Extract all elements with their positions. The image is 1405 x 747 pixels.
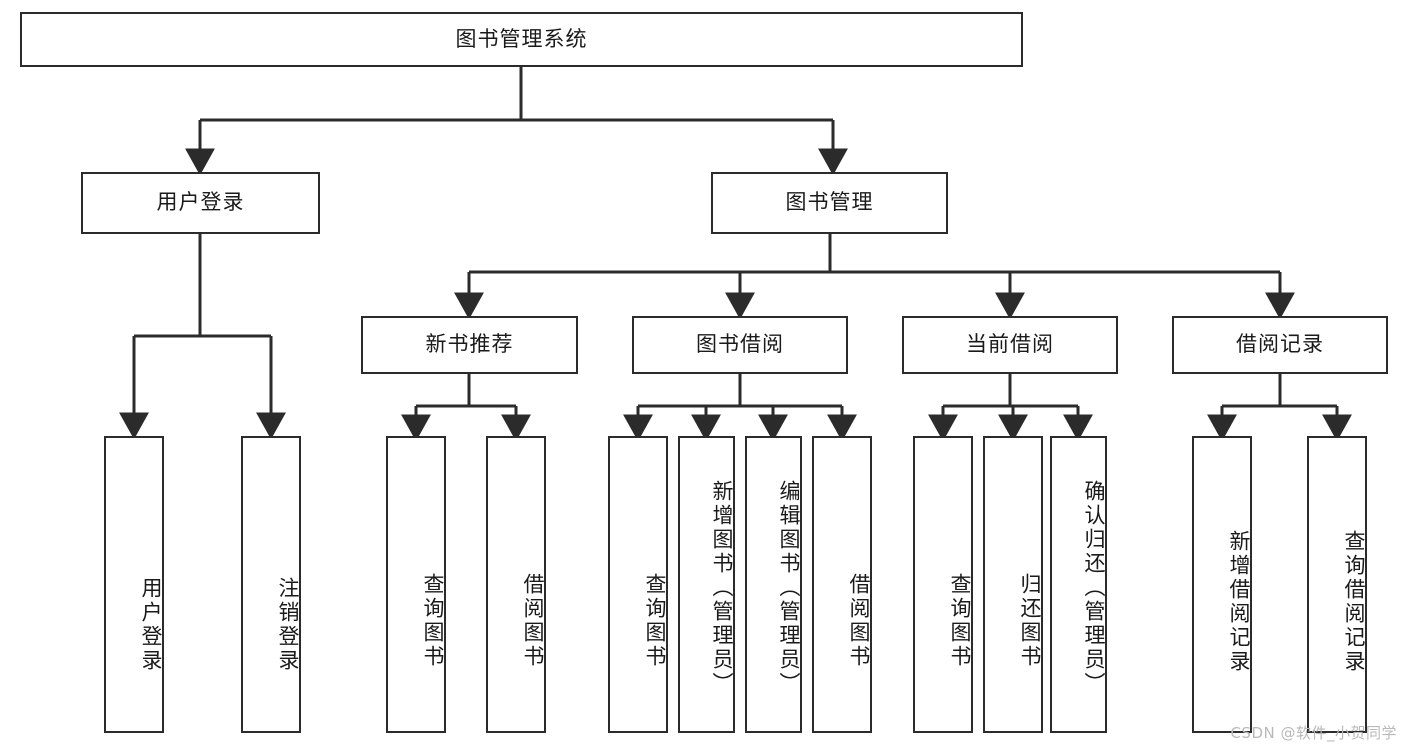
csdn-watermark: CSDN @软件_小贺同学	[1230, 724, 1397, 742]
node-leaf-confirm-return-admin[interactable]: 确认归还（管理员）	[1050, 436, 1107, 733]
node-leaf-query-borrow-record-label: 查询借阅记录	[1342, 529, 1366, 674]
node-leaf-borrow-book-1[interactable]: 借阅图书	[486, 436, 546, 733]
node-borrow-record-label: 借阅记录	[1236, 332, 1324, 357]
node-root[interactable]: 图书管理系统	[20, 12, 1023, 67]
node-leaf-user-login[interactable]: 用户登录	[104, 436, 164, 733]
node-leaf-query-book-2[interactable]: 查询图书	[608, 436, 668, 733]
node-new-book-rec[interactable]: 新书推荐	[361, 316, 578, 374]
node-book-manage[interactable]: 图书管理	[711, 172, 948, 234]
node-leaf-user-logout-label: 注销登录	[276, 576, 300, 673]
node-leaf-edit-book-admin-label: 编辑图书（管理员）	[777, 479, 801, 696]
node-leaf-borrow-book-2-label: 借阅图书	[847, 572, 871, 669]
node-root-label: 图书管理系统	[455, 26, 588, 51]
node-leaf-add-borrow-record[interactable]: 新增借阅记录	[1192, 436, 1252, 733]
node-book-borrow-label: 图书借阅	[696, 332, 784, 357]
node-leaf-return-book[interactable]: 归还图书	[983, 436, 1043, 733]
node-leaf-return-book-label: 归还图书	[1018, 572, 1042, 669]
node-leaf-query-book-3[interactable]: 查询图书	[913, 436, 973, 733]
node-new-book-rec-label: 新书推荐	[425, 332, 514, 357]
node-leaf-user-logout[interactable]: 注销登录	[241, 436, 301, 733]
node-leaf-query-book-1[interactable]: 查询图书	[386, 436, 446, 733]
node-leaf-edit-book-admin[interactable]: 编辑图书（管理员）	[745, 436, 802, 733]
node-leaf-user-login-label: 用户登录	[139, 576, 163, 673]
node-borrow-record[interactable]: 借阅记录	[1172, 316, 1388, 374]
node-leaf-confirm-return-admin-label: 确认归还（管理员）	[1082, 479, 1106, 696]
node-leaf-query-book-3-label: 查询图书	[948, 572, 972, 669]
node-leaf-add-book-admin-label: 新增图书（管理员）	[710, 479, 734, 696]
node-book-borrow[interactable]: 图书借阅	[632, 316, 848, 374]
node-leaf-add-borrow-record-label: 新增借阅记录	[1227, 529, 1251, 674]
node-leaf-add-book-admin[interactable]: 新增图书（管理员）	[678, 436, 735, 733]
node-leaf-query-book-1-label: 查询图书	[421, 572, 445, 669]
node-current-borrow-label: 当前借阅	[966, 332, 1054, 357]
node-leaf-borrow-book-2[interactable]: 借阅图书	[812, 436, 872, 733]
node-leaf-borrow-book-1-label: 借阅图书	[521, 572, 545, 669]
node-current-borrow[interactable]: 当前借阅	[902, 316, 1118, 374]
node-user-login-label: 用户登录	[156, 190, 245, 215]
node-user-login[interactable]: 用户登录	[81, 172, 320, 234]
node-book-manage-label: 图书管理	[785, 190, 874, 215]
node-leaf-query-book-2-label: 查询图书	[643, 572, 667, 669]
node-leaf-query-borrow-record[interactable]: 查询借阅记录	[1307, 436, 1367, 733]
